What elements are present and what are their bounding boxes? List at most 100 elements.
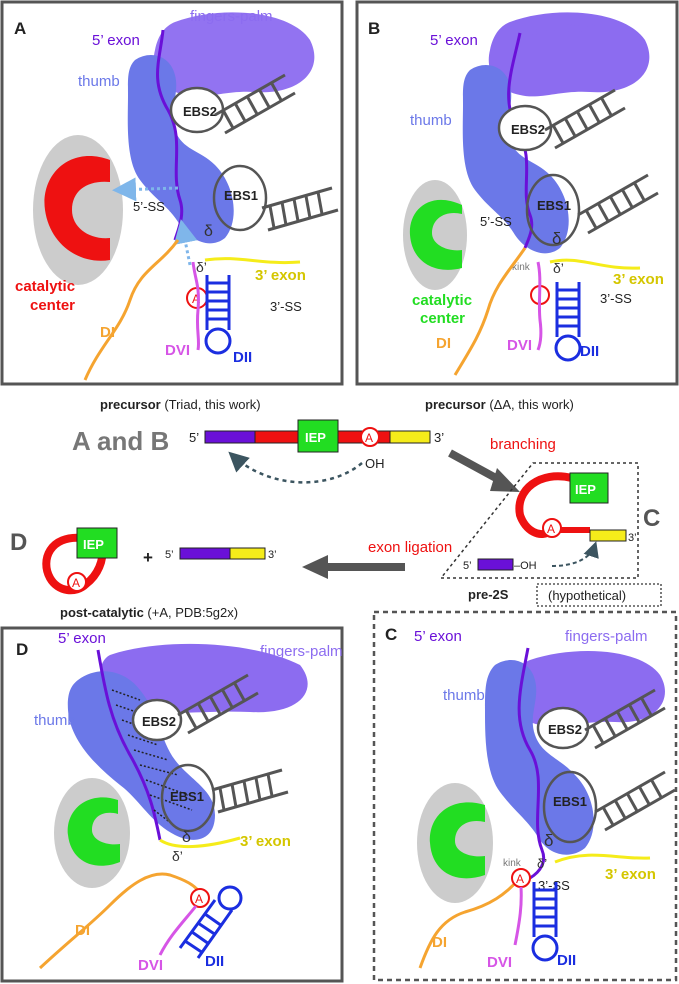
exon3-strand: [204, 257, 301, 265]
delta-prime-label: δ’: [196, 259, 207, 275]
dii-hairpin-c: [531, 880, 559, 962]
panel-d-letter: D: [16, 640, 28, 659]
hypothetical-label: (hypothetical): [548, 588, 626, 603]
exon5-strand-c: [517, 647, 546, 880]
panel-b: B fingers-palm thumb 5’ exon EBS2 EBS1 c…: [355, 0, 679, 386]
panel-a-frame: [0, 0, 344, 386]
ligated-exon5: [179, 547, 231, 560]
branching-arrowhead: [490, 468, 520, 492]
ss5-label-b: 5’-SS: [480, 214, 512, 229]
dii-label-c: DII: [557, 952, 576, 969]
di-strand-b: [453, 247, 527, 376]
post-a: A: [72, 576, 80, 590]
iep-label: IEP: [305, 430, 326, 445]
hypothetical-box: [536, 583, 662, 607]
c-letter: C: [643, 505, 660, 532]
exon5-label-b: 5’ exon: [430, 32, 478, 49]
dii-label-b: DII: [580, 343, 599, 360]
center-label-b: center: [420, 310, 465, 327]
pre2s-lariat: [515, 472, 573, 538]
ebs1-loop-c: [542, 770, 598, 844]
ebs1-label: EBS1: [224, 188, 258, 203]
thumb-label-c: thumb: [443, 687, 485, 704]
post-iep-label: IEP: [83, 537, 104, 552]
di-label-c: DI: [432, 934, 447, 951]
pre2s-exon5: [477, 558, 514, 571]
ligated-five: 5’: [165, 549, 174, 561]
di-strand-d: [38, 872, 202, 970]
ebs1-loop-b: [525, 173, 581, 247]
pre2s-iep-label: IEP: [575, 482, 596, 497]
delta-prime-label-b: δ’: [553, 260, 564, 276]
branch-a-label-c: A: [516, 872, 524, 886]
fingers-palm-label-b: fingers-palm: [515, 19, 598, 36]
exon5-label-c: 5’ exon: [414, 628, 462, 645]
exon5-strand: [156, 29, 184, 241]
caption-b-rest: (ΔA, this work): [486, 397, 574, 412]
post-caption: post-catalytic (+A, PDB:5g2x): [60, 605, 238, 620]
dii-hairpin: [204, 273, 232, 355]
panel-d: D fingers-palm thumb 5’ exon EBS2 EBS1 δ…: [0, 626, 344, 983]
pre2s-five: 5’: [463, 560, 472, 572]
dii-hairpin-b: [554, 280, 582, 362]
dvi-strand-d: [158, 905, 198, 956]
caption-a-bold: precursor: [100, 397, 161, 412]
dii-label: DII: [233, 349, 252, 366]
scheme-three: 3’: [434, 430, 444, 445]
exon3-label: 3’ exon: [255, 267, 306, 284]
thumb-label-d: thumb: [34, 712, 76, 729]
panel-c-letter: C: [385, 625, 397, 644]
exon3-strand-d: [159, 836, 241, 848]
catalytic-center-green-d: [67, 797, 120, 866]
pre2s-iep-box: [569, 472, 609, 504]
thumb-domain-d: [67, 671, 215, 840]
thumb-label-b: thumb: [410, 112, 452, 129]
ebs1-label-d: EBS1: [170, 789, 204, 804]
exon3-strand-b: [549, 258, 641, 270]
dvi-label-d: DVI: [138, 957, 163, 974]
fingers-palm-label-d: fingers-palm: [260, 643, 343, 660]
ebs2-label-d: EBS2: [142, 714, 176, 729]
kink-label-b: kink: [512, 262, 531, 273]
precursor-exon3-bar: [389, 430, 431, 444]
panel-a: A fingers-palm thumb 5’ exon EBS2 EBS1 c…: [0, 0, 344, 386]
delta-label-b: δ: [552, 229, 561, 248]
reaction-scheme: A and B 5’ 3’ IEP A OH branching IEP A 3…: [10, 419, 662, 620]
delta-label-d: δ: [182, 829, 191, 846]
ligated-exon3: [229, 547, 266, 560]
d-letter: D: [10, 529, 27, 556]
delta-prime-label-d: δ’: [172, 848, 183, 864]
dvi-label-c: DVI: [487, 954, 512, 971]
ab-title: A and B: [72, 426, 169, 456]
panel-a-letter: A: [14, 19, 26, 38]
ebs-pairing-lines: [111, 689, 193, 831]
arrow-ss5: [112, 177, 179, 202]
scheme-a-circle: [360, 427, 380, 447]
scheme-five: 5’: [189, 430, 199, 445]
branch-a-label-d: A: [195, 892, 203, 906]
pre2s-attack-arrow: [551, 541, 599, 567]
pre2s-three: 3’: [628, 532, 637, 544]
panel-c-frame: [372, 610, 678, 982]
delta-label: δ: [204, 223, 213, 240]
scheme-oh: OH: [365, 456, 385, 471]
dvi-strand: [191, 261, 201, 351]
pre2s-exon3: [589, 529, 627, 542]
ss3-label-b: 3’-SS: [600, 291, 632, 306]
di-label: DI: [100, 324, 115, 341]
ebs1-loop-d: [160, 763, 216, 833]
exon-ligation-label: exon ligation: [368, 539, 452, 556]
branch-a-d: [190, 888, 210, 908]
ebs1-label-c: EBS1: [553, 794, 587, 809]
ligation-arrowhead: [302, 555, 328, 579]
ebs2-label-b: EBS2: [511, 122, 545, 137]
ebs2-label-c: EBS2: [548, 722, 582, 737]
post-caption-bold: post-catalytic: [60, 605, 144, 620]
ebs1-label-b: EBS1: [537, 198, 571, 213]
ebs1-stem-b: [576, 173, 660, 235]
ebs2-loop-d: [131, 698, 183, 742]
catalytic-center-green: [409, 199, 462, 270]
dii-hairpin-d: [178, 899, 234, 959]
post-a-circle: [67, 572, 87, 592]
